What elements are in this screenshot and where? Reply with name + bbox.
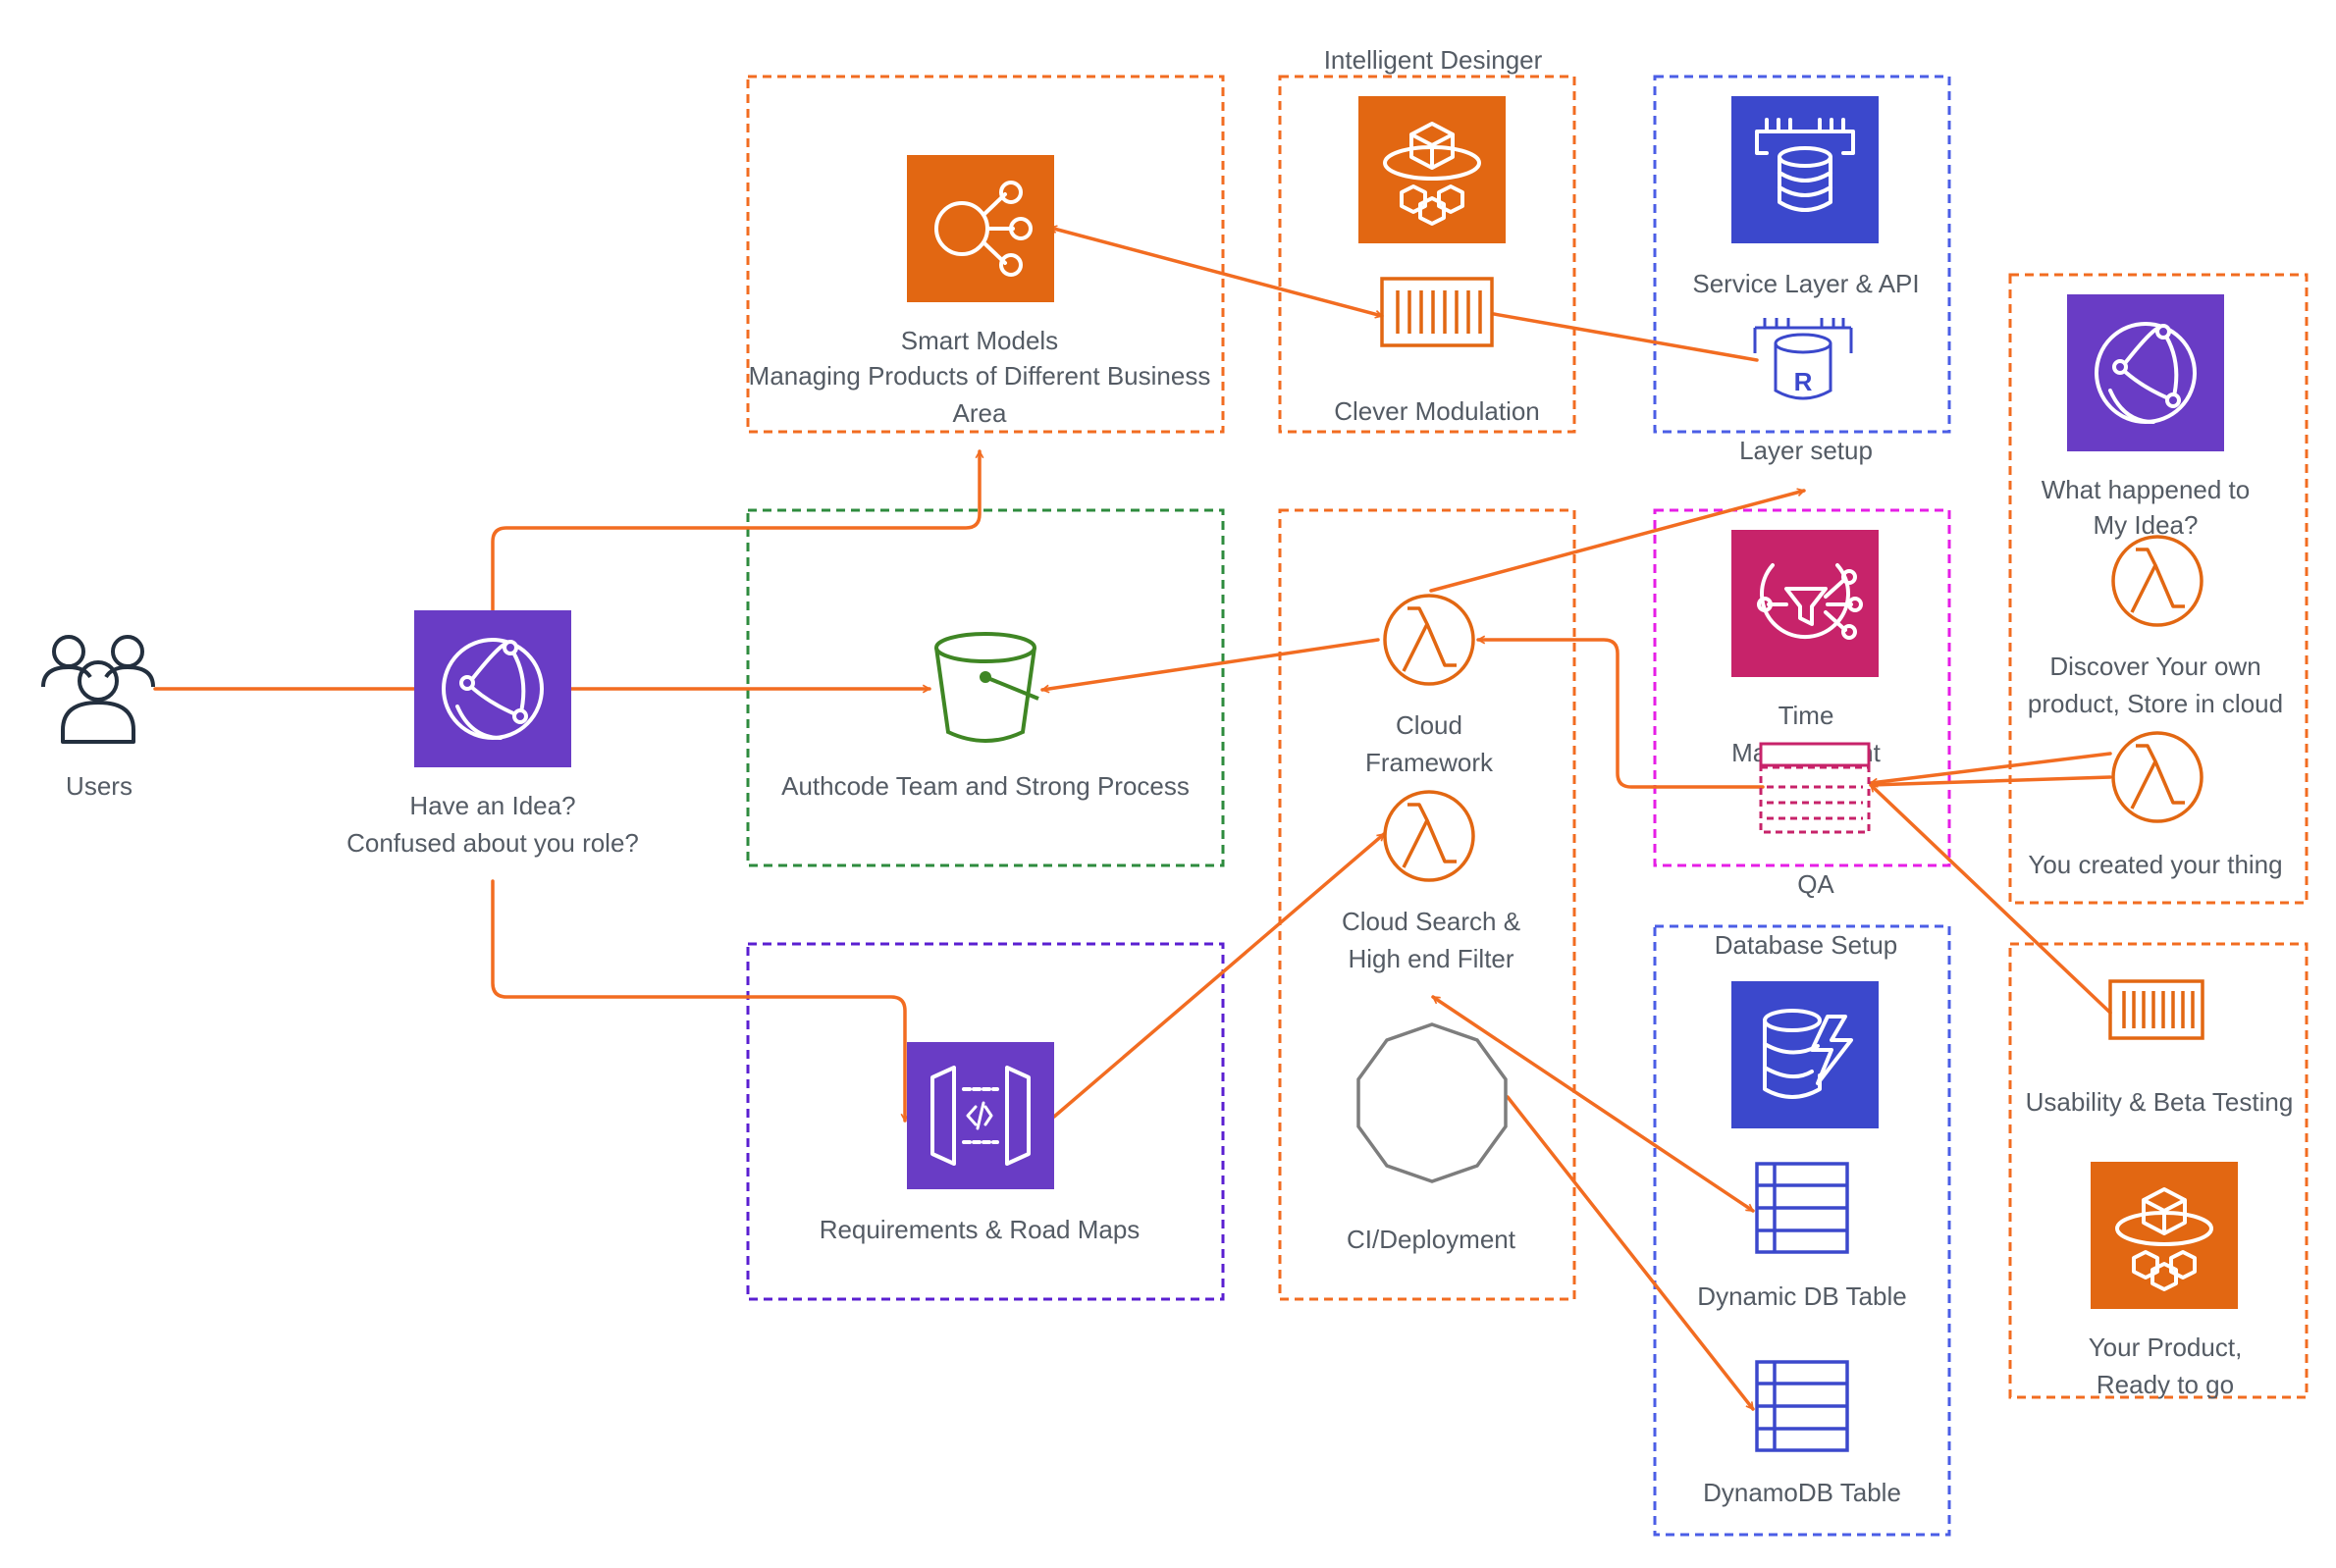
users-icon <box>41 635 155 744</box>
container-icon <box>2108 979 2204 1040</box>
dynamic-table-label: Dynamic DB Table <box>1697 1281 1906 1311</box>
container-icon <box>1380 277 1494 347</box>
qa-label: QA <box>1797 869 1834 899</box>
dynamo-table-label: DynamoDB Table <box>1703 1478 1901 1507</box>
service-layer-label: Service Layer & API <box>1692 269 1919 298</box>
rds-icon <box>1731 96 1879 243</box>
lambda-icon <box>2111 535 2203 627</box>
authcode-label: Authcode Team and Strong Process <box>781 771 1190 801</box>
group-your-product <box>2008 942 2309 1399</box>
requirements-label: Requirements & Road Maps <box>820 1215 1141 1244</box>
api-gateway-icon <box>907 1042 1054 1189</box>
group-requirements <box>746 942 1225 1301</box>
cloud-search-line1: Cloud Search & <box>1342 907 1520 936</box>
what-happened-line1: What happened to <box>2042 475 2251 504</box>
connector-created-qa <box>1869 775 2112 787</box>
sagemaker-cube-icon <box>1358 96 1506 243</box>
eventbridge-icon <box>1731 530 1879 677</box>
intelligent-designer-title: Intelligent Desinger <box>1324 45 1543 75</box>
connector-idea-smartmodels <box>491 449 980 612</box>
connector-smartmodels-modulation <box>1048 228 1384 316</box>
lambda-icon <box>1383 594 1475 686</box>
sns-hub-icon <box>907 155 1054 302</box>
created-label: You created your thing <box>2028 850 2282 879</box>
connector-qa-framework <box>1476 640 1765 789</box>
group-cloud-services <box>1278 508 1576 1301</box>
usability-label: Usability & Beta Testing <box>2026 1087 2294 1117</box>
what-happened-line2: My Idea? <box>2094 510 2199 540</box>
connector-search-dynamictable <box>1431 995 1755 1213</box>
connector-ci-dynamotable <box>1506 1095 1755 1411</box>
discover-line2: product, Store in cloud <box>2028 689 2283 718</box>
cloud-search-line2: High end Filter <box>1348 944 1513 973</box>
sagemaker-cube-icon <box>2091 1162 2238 1309</box>
smart-models-desc-line1: Managing Products of Different Business <box>749 361 1211 391</box>
queue-icon <box>1759 742 1871 834</box>
cloudfront-icon <box>414 610 571 767</box>
time-management-line1: Time <box>1779 701 1834 730</box>
idea-label-line1: Have an Idea? <box>409 791 575 820</box>
group-service-layer <box>1653 75 1951 434</box>
connector-framework-authcode <box>1040 638 1380 690</box>
group-authcode <box>746 508 1225 867</box>
connectors <box>153 228 2112 1411</box>
cloud-framework-line1: Cloud <box>1396 710 1462 740</box>
clever-modulation-label: Clever Modulation <box>1334 396 1540 426</box>
group-database-setup <box>1653 924 1951 1537</box>
connector-framework-layersetup <box>1429 491 1806 593</box>
redis-icon: R <box>1753 318 1853 400</box>
s3-bucket-icon <box>934 632 1039 743</box>
your-product-line2: Ready to go <box>2097 1370 2234 1399</box>
lambda-icon <box>1383 790 1475 882</box>
group-your-idea <box>2008 273 2309 905</box>
users-label: Users <box>66 771 133 801</box>
connector-usability-qa <box>1869 783 2112 1015</box>
ci-label: CI/Deployment <box>1347 1225 1516 1254</box>
dynamodb-icon <box>1731 981 1879 1128</box>
database-setup-title: Database Setup <box>1715 930 1897 960</box>
table-icon <box>1755 1162 1849 1254</box>
svg-text:R: R <box>1794 367 1813 396</box>
connector-requirements-search <box>1052 832 1386 1119</box>
decagon-icon <box>1356 1022 1508 1183</box>
lambda-icon <box>2111 731 2203 823</box>
table-icon <box>1755 1360 1849 1452</box>
layer-setup-label: Layer setup <box>1739 436 1873 465</box>
discover-line1: Discover Your own <box>2049 652 2260 681</box>
cloud-framework-line2: Framework <box>1365 748 1494 777</box>
smart-models-desc-line2: Area <box>953 398 1007 428</box>
connector-discover-qa <box>1869 752 2112 783</box>
connector-idea-requirements <box>491 879 905 1123</box>
your-product-line1: Your Product, <box>2089 1333 2243 1362</box>
group-time-management <box>1653 508 1951 867</box>
smart-models-title: Smart Models <box>901 326 1058 355</box>
idea-label-line2: Confused about you role? <box>346 828 639 858</box>
connector-modulation-redis <box>1492 312 1759 362</box>
cloudfront-icon <box>2067 294 2224 451</box>
